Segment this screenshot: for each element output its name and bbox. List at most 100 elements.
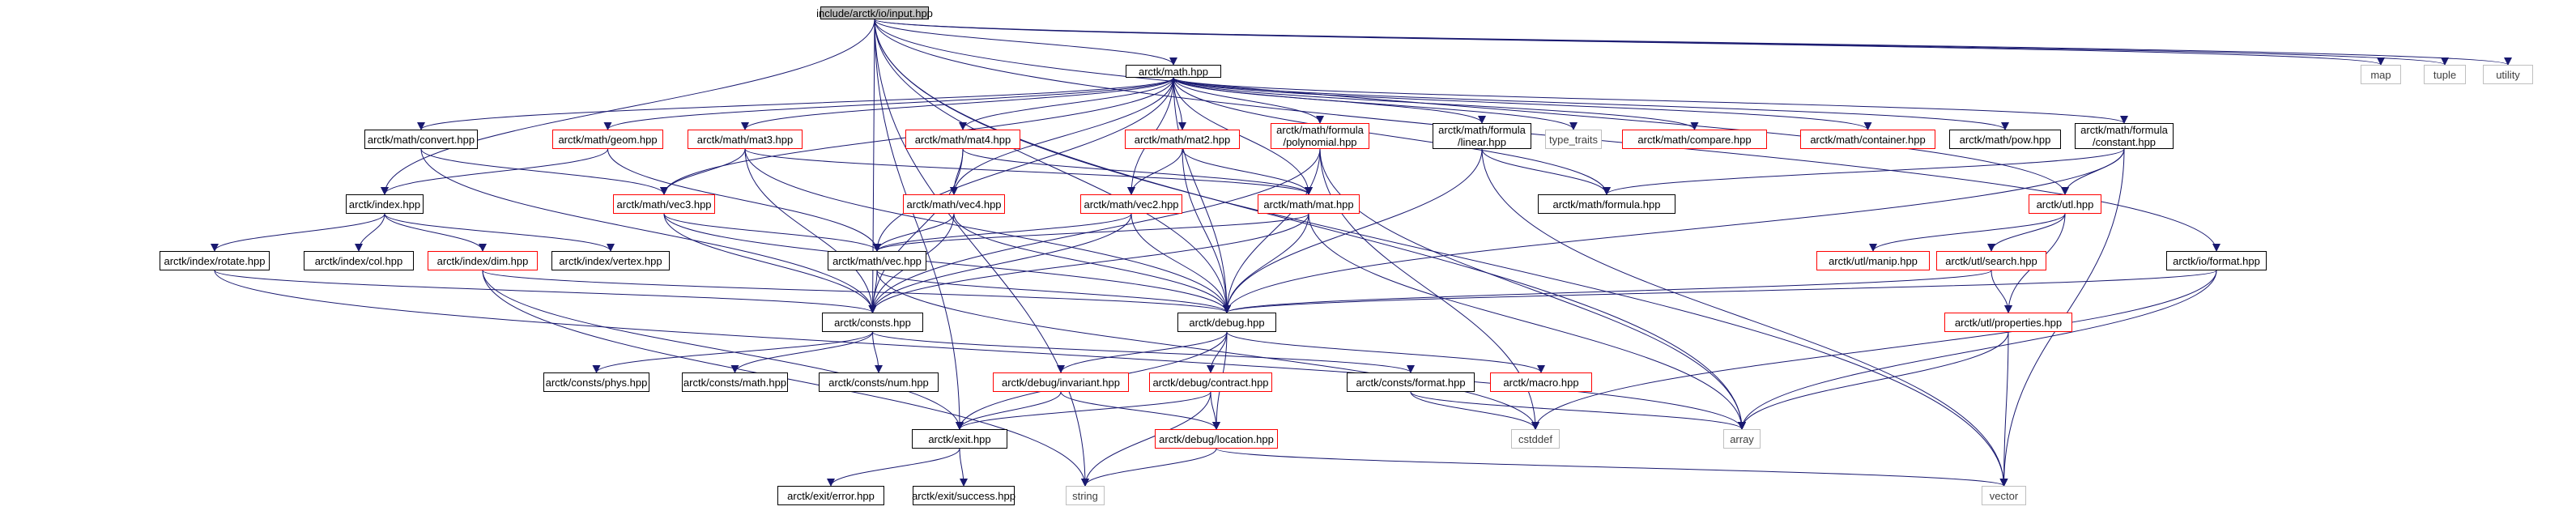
edge-math-to-constant	[1173, 77, 2128, 124]
node-label: arctk/utl.hpp	[2036, 198, 2094, 211]
edge-math-to-vec	[873, 77, 1174, 252]
node-index[interactable]: arctk/index.hpp	[346, 194, 424, 214]
node-cmath[interactable]: arctk/consts/math.hpp	[682, 372, 788, 392]
node-vertex[interactable]: arctk/index/vertex.hpp	[551, 251, 670, 270]
node-mat2[interactable]: arctk/math/mat2.hpp	[1125, 130, 1240, 149]
edge-utl-to-search	[1987, 213, 2066, 252]
node-consts[interactable]: arctk/consts.hpp	[822, 313, 923, 332]
node-label: vector	[1989, 489, 2019, 502]
node-label: arctk/math/vec.hpp	[832, 254, 922, 267]
node-label: arctk/math/mat3.hpp	[696, 133, 794, 146]
node-label: arctk/math/formula /polynomial.hpp	[1276, 124, 1364, 148]
node-ioformat[interactable]: arctk/io/format.hpp	[2166, 251, 2267, 270]
edge-mat-to-vec	[873, 213, 1309, 252]
edge-consts-to-num	[872, 331, 883, 373]
node-label: type_traits	[1549, 133, 1598, 146]
node-label: arctk/index/dim.hpp	[436, 254, 529, 267]
edge-contract-to-string	[1081, 391, 1211, 487]
node-math[interactable]: arctk/math.hpp	[1126, 65, 1221, 78]
edge-root-to-utl	[874, 19, 2069, 195]
edge-exit-to-success	[959, 448, 968, 487]
node-label: array	[1730, 432, 1754, 445]
node-vec[interactable]: arctk/math/vec.hpp	[828, 251, 926, 270]
edge-invariant-to-location	[1060, 391, 1220, 430]
node-map[interactable]: map	[2361, 65, 2401, 84]
edge-mat3-to-vec3	[660, 148, 746, 195]
edge-root-to-map	[874, 19, 2385, 66]
node-cformat[interactable]: arctk/consts/format.hpp	[1347, 372, 1475, 392]
edge-contract-to-location	[1210, 391, 1220, 430]
node-utility[interactable]: utility	[2483, 65, 2533, 84]
node-cstddef[interactable]: cstddef	[1511, 429, 1560, 449]
node-contract[interactable]: arctk/debug/contract.hpp	[1149, 372, 1272, 392]
node-array[interactable]: array	[1723, 429, 1761, 449]
edge-location-to-vector	[1216, 448, 2008, 487]
node-phys[interactable]: arctk/consts/phys.hpp	[543, 372, 649, 392]
node-polynomial[interactable]: arctk/math/formula /polynomial.hpp	[1271, 123, 1369, 149]
node-error[interactable]: arctk/exit/error.hpp	[777, 486, 884, 505]
node-mat[interactable]: arctk/math/mat.hpp	[1258, 194, 1360, 214]
node-pow[interactable]: arctk/math/pow.hpp	[1949, 130, 2061, 149]
node-string[interactable]: string	[1066, 486, 1105, 505]
node-mat4[interactable]: arctk/math/mat4.hpp	[905, 130, 1020, 149]
node-constant[interactable]: arctk/math/formula /constant.hpp	[2075, 123, 2174, 149]
node-label: arctk/math/mat.hpp	[1263, 198, 1354, 211]
edge-convert-to-vec3	[420, 148, 668, 195]
node-num[interactable]: arctk/consts/num.hpp	[819, 372, 939, 392]
edge-math-to-vec4	[950, 77, 1174, 195]
node-label: arctk/math/vec4.hpp	[906, 198, 1002, 211]
node-mat3[interactable]: arctk/math/mat3.hpp	[688, 130, 803, 149]
node-search[interactable]: arctk/utl/search.hpp	[1936, 251, 2046, 270]
edge-linear-to-debug	[1223, 148, 1483, 313]
edge-root-to-exit	[874, 19, 964, 430]
node-formula[interactable]: arctk/math/formula.hpp	[1538, 194, 1675, 214]
node-label: include/arctk/io/input.hpp	[816, 6, 933, 19]
node-vector[interactable]: vector	[1982, 486, 2026, 505]
node-rotate[interactable]: arctk/index/rotate.hpp	[160, 251, 270, 270]
edge-math-to-mat4	[959, 77, 1174, 130]
node-label: arctk/math/geom.hpp	[558, 133, 658, 146]
edge-math-to-mat3	[741, 77, 1174, 130]
node-label: arctk/math/container.hpp	[1810, 133, 1926, 146]
node-label: arctk/math/formula /linear.hpp	[1438, 124, 1526, 148]
edge-math-to-debug	[1173, 77, 1231, 313]
node-tuple[interactable]: tuple	[2424, 65, 2466, 84]
node-type-traits[interactable]: type_traits	[1545, 130, 1602, 149]
edge-debug-to-invariant	[1057, 331, 1228, 373]
edge-vec3-to-vec	[663, 213, 881, 252]
node-label: arctk/math.hpp	[1139, 65, 1208, 78]
edge-index-to-rotate	[211, 213, 385, 252]
node-vec2[interactable]: arctk/math/vec2.hpp	[1080, 194, 1182, 214]
node-location[interactable]: arctk/debug/location.hpp	[1155, 429, 1278, 449]
node-exit[interactable]: arctk/exit.hpp	[912, 429, 1007, 449]
node-root[interactable]: include/arctk/io/input.hpp	[816, 6, 933, 19]
node-vec3[interactable]: arctk/math/vec3.hpp	[613, 194, 715, 214]
node-dim[interactable]: arctk/index/dim.hpp	[428, 251, 538, 270]
node-linear[interactable]: arctk/math/formula /linear.hpp	[1433, 123, 1531, 149]
edge-mat-to-array	[1308, 213, 1746, 430]
node-properties[interactable]: arctk/utl/properties.hpp	[1944, 313, 2072, 332]
edge-math-to-polynomial	[1173, 77, 1324, 124]
node-col[interactable]: arctk/index/col.hpp	[304, 251, 414, 270]
edge-consts-to-cmath	[730, 331, 873, 373]
edge-debug-to-contract	[1207, 331, 1228, 373]
node-convert[interactable]: arctk/math/convert.hpp	[364, 130, 478, 149]
edge-index-to-dim	[384, 213, 487, 252]
node-utl[interactable]: arctk/utl.hpp	[2029, 194, 2101, 214]
node-geom[interactable]: arctk/math/geom.hpp	[552, 130, 663, 149]
edge-linear-to-formula	[1481, 148, 1611, 195]
node-compare[interactable]: arctk/math/compare.hpp	[1622, 130, 1767, 149]
node-vec4[interactable]: arctk/math/vec4.hpp	[903, 194, 1005, 214]
node-label: arctk/math/formula /constant.hpp	[2080, 124, 2168, 148]
edge-polynomial-to-debug	[1223, 148, 1321, 313]
node-invariant[interactable]: arctk/debug/invariant.hpp	[993, 372, 1129, 392]
node-debug[interactable]: arctk/debug.hpp	[1177, 313, 1276, 332]
edge-contract-to-exit	[956, 391, 1211, 430]
node-success[interactable]: arctk/exit/success.hpp	[912, 486, 1015, 505]
node-macro[interactable]: arctk/macro.hpp	[1490, 372, 1592, 392]
node-manip[interactable]: arctk/utl/manip.hpp	[1816, 251, 1930, 270]
node-label: utility	[2496, 68, 2520, 81]
edge-vec3-to-consts	[663, 213, 877, 313]
node-container[interactable]: arctk/math/container.hpp	[1800, 130, 1935, 149]
node-label: cstddef	[1518, 432, 1552, 445]
